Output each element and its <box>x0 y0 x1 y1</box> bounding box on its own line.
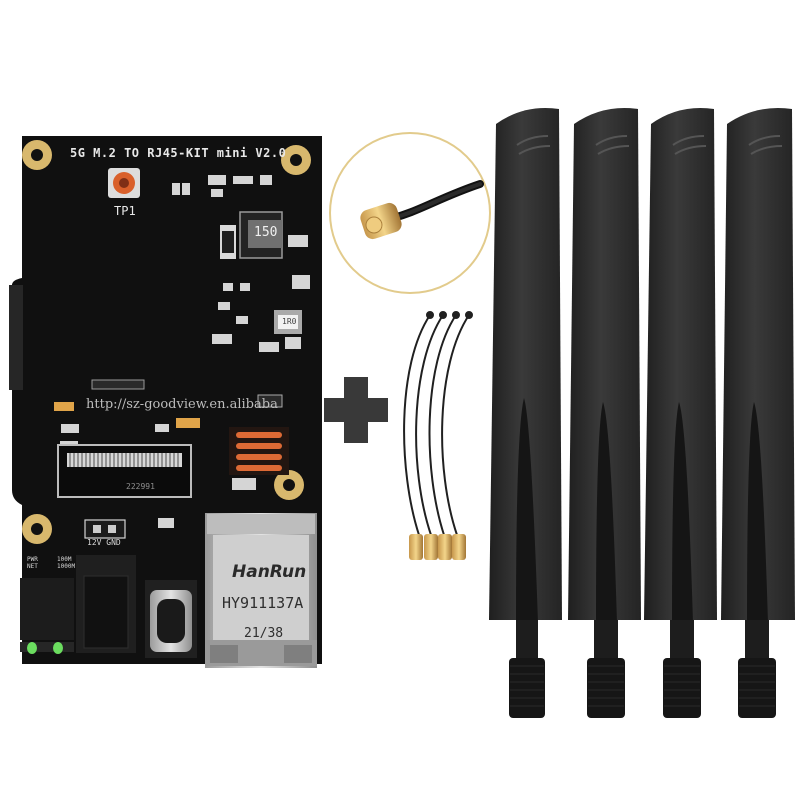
rj45-jack <box>205 513 317 668</box>
board-title: 5G M.2 TO RJ45-KIT mini V2.0 <box>70 146 287 160</box>
power-label: 12V GND <box>87 538 121 547</box>
antenna-2 <box>568 108 641 718</box>
antenna-set <box>489 108 795 718</box>
antenna-1 <box>489 108 562 718</box>
jack-brand: HanRun <box>232 562 307 582</box>
ipex-connector-icon <box>329 132 491 294</box>
m2-slot <box>57 444 192 498</box>
heatsink <box>229 427 289 475</box>
plus-sign-icon <box>324 377 388 443</box>
small-component-marking: 1R0 <box>282 317 297 326</box>
slot-code: 222991 <box>126 482 155 491</box>
jack-model: HY911137A <box>222 594 304 612</box>
sma-connectors <box>409 534 466 560</box>
inductor-marking: 150 <box>254 225 278 240</box>
watermark-text: http://sz-goodview.en.alibaba <box>86 397 278 412</box>
pcb-board <box>9 136 322 668</box>
led-labels: PWR NET <box>27 556 38 570</box>
pigtail-cables <box>403 311 473 536</box>
speed-labels: 100M 1000M <box>57 556 76 570</box>
jack-code: 21/38 <box>244 626 284 641</box>
antenna-3 <box>644 108 717 718</box>
test-point-label: TP1 <box>114 204 136 218</box>
antenna-4 <box>721 108 795 718</box>
